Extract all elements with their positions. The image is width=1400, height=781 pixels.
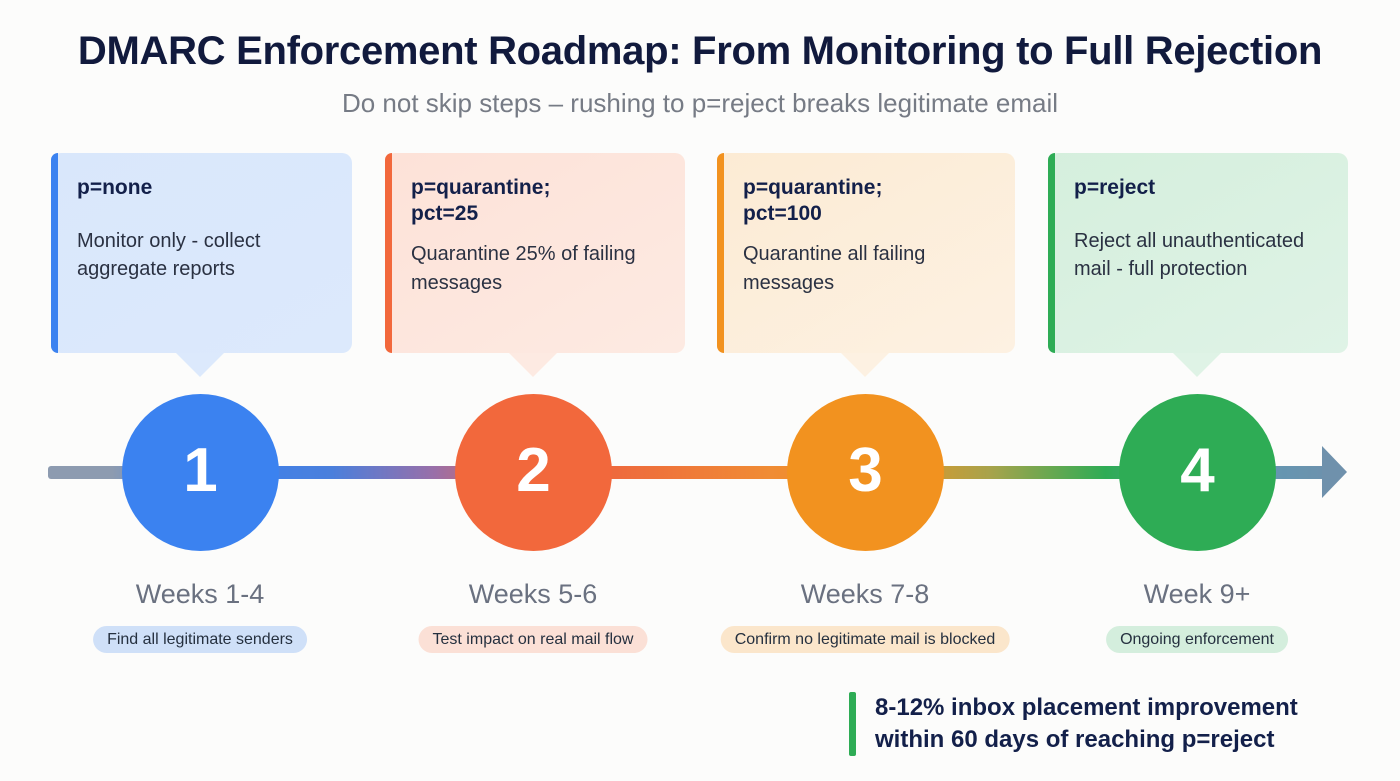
stage-card-2-policy: p=quarantine; pct=25: [411, 176, 551, 225]
stage-circle-3-number: 3: [848, 436, 883, 505]
stage-card-2-accent: [385, 153, 392, 353]
header: DMARC Enforcement Roadmap: From Monitori…: [0, 0, 1400, 119]
outcome-callout-text: 8-12% inbox placement improvement within…: [875, 694, 1298, 753]
stage-circle-3[interactable]: 3: [787, 394, 944, 551]
stage-card-3[interactable]: p=quarantine; pct=100 Quarantine all fai…: [717, 153, 1015, 377]
stage-pill-1: Find all legitimate senders: [93, 626, 307, 653]
page-subtitle: Do not skip steps – rushing to p=reject …: [341, 88, 1059, 119]
stage-circle-4[interactable]: 4: [1119, 394, 1276, 551]
stage-card-4-policy: p=reject: [1074, 176, 1156, 199]
stage-card-4[interactable]: p=reject Reject all unauthenticated mail…: [1048, 153, 1348, 377]
stage-week-label-1: Weeks 1-4: [135, 579, 265, 609]
stage-card-1[interactable]: p=none Monitor only - collect aggregate …: [51, 153, 352, 377]
stage-pill-4: Ongoing enforcement: [1106, 626, 1288, 653]
timeline-line: [48, 466, 1338, 479]
stage-card-2[interactable]: p=quarantine; pct=25 Quarantine 25% of f…: [385, 153, 685, 377]
stage-pill-2: Test impact on real mail flow: [418, 626, 648, 653]
stage-card-2-tail: [509, 353, 557, 377]
stage-card-4-description: Reject all unauthenticated mail - full p…: [1074, 229, 1305, 280]
stage-card-1-accent: [51, 153, 58, 353]
timeline-arrow-icon: [1322, 446, 1347, 498]
outcome-callout-accent: [849, 692, 856, 756]
stage-week-label-2: Weeks 5-6: [468, 579, 598, 609]
stage-card-1-policy: p=none: [77, 176, 153, 199]
stage-card-3-tail: [841, 353, 889, 377]
stage-card-2-description: Quarantine 25% of failing messages: [411, 243, 636, 294]
outcome-callout: 8-12% inbox placement improvement within…: [849, 692, 1298, 756]
stage-card-4-tail: [1173, 353, 1221, 377]
page-title: DMARC Enforcement Roadmap: From Monitori…: [77, 29, 1323, 73]
stage-pill-3: Confirm no legitimate mail is blocked: [720, 626, 1010, 653]
stage-week-label-3: Weeks 7-8: [800, 579, 930, 609]
stage-card-4-accent: [1048, 153, 1055, 353]
stage-week-label-4: Week 9+: [1143, 579, 1251, 609]
stage-card-1-tail: [176, 353, 224, 377]
stage-card-3-description: Quarantine all failing messages: [743, 243, 926, 294]
stage-card-3-policy: p=quarantine; pct=100: [743, 176, 883, 225]
stage-circle-1[interactable]: 1: [122, 394, 279, 551]
stage-card-3-accent: [717, 153, 724, 353]
stage-circle-1-number: 1: [183, 436, 218, 505]
stage-circle-2[interactable]: 2: [455, 394, 612, 551]
stage-circle-4-number: 4: [1180, 436, 1215, 505]
stage-circle-2-number: 2: [516, 436, 551, 505]
stage-card-1-description: Monitor only - collect aggregate reports: [77, 229, 261, 280]
